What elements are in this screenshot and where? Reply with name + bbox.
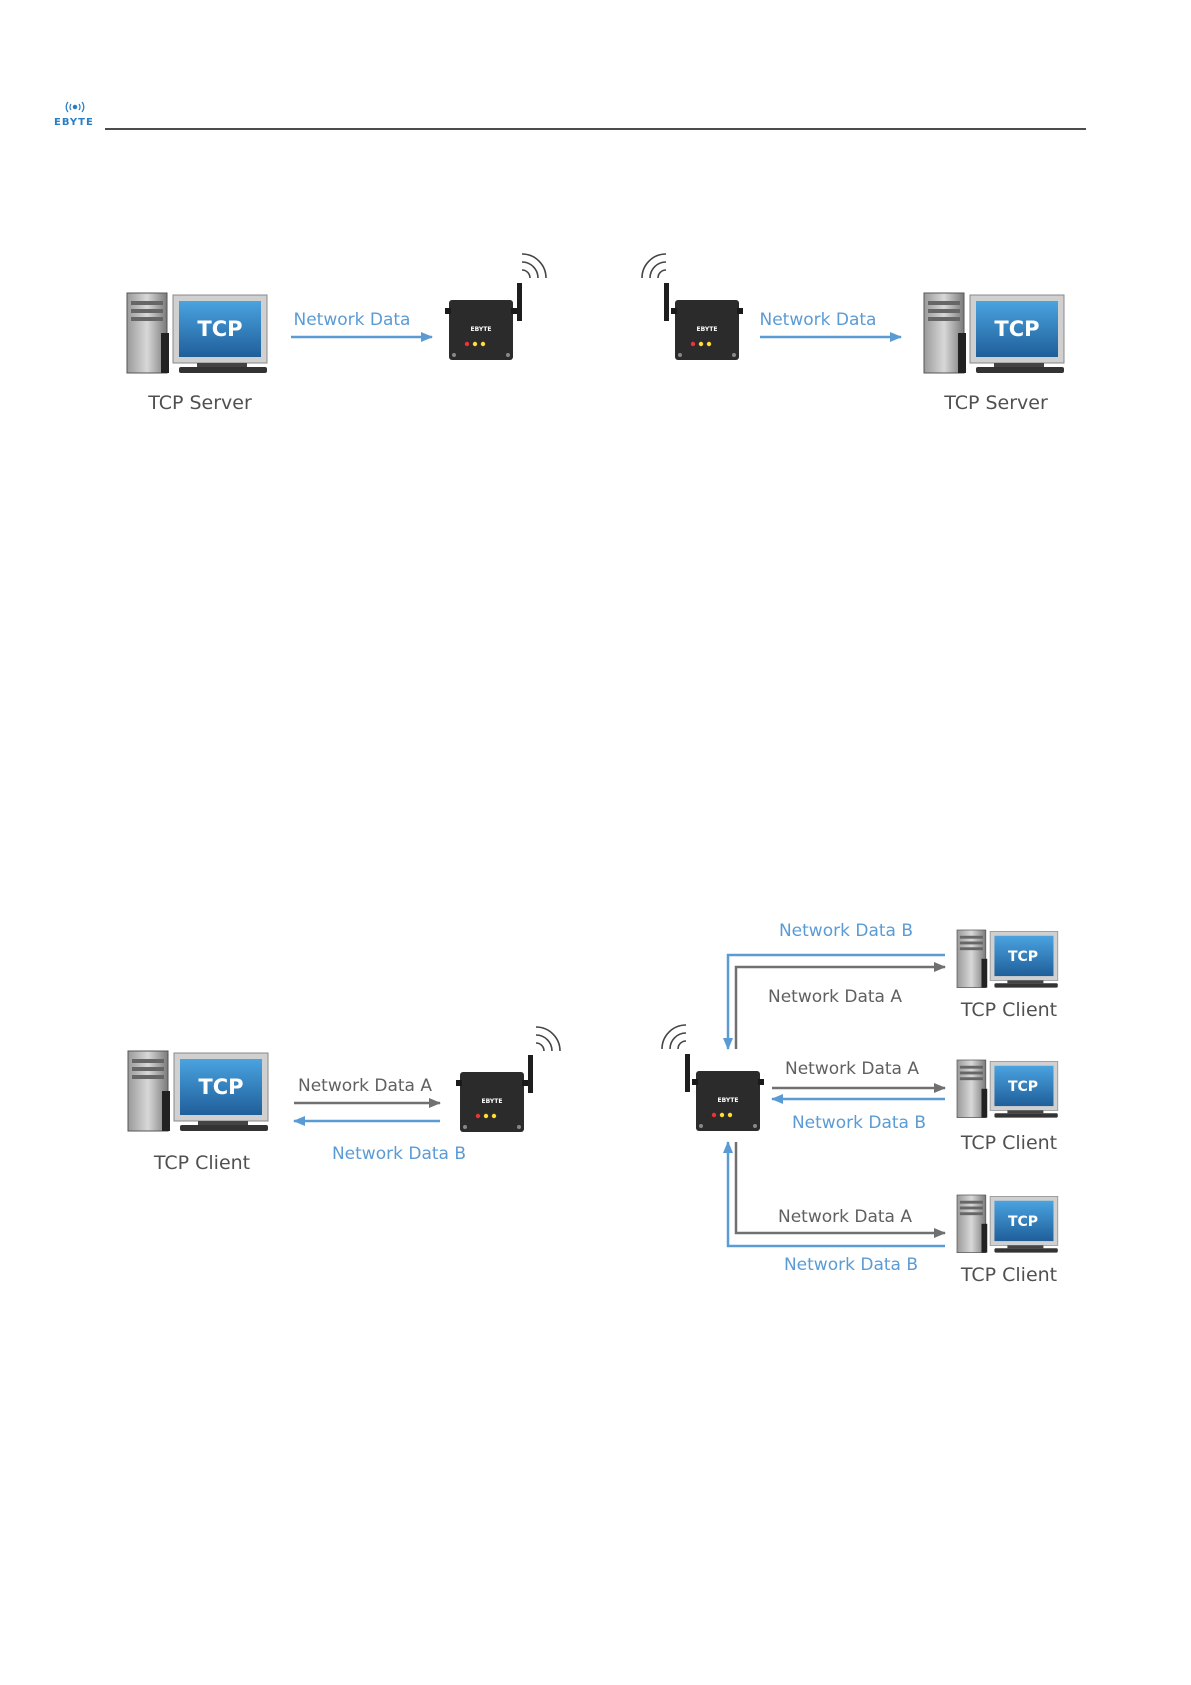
arrow-label: Network Data B [779, 921, 913, 941]
computer-icon: TCP [957, 1060, 1058, 1118]
arrow-label: Network Data [760, 310, 877, 330]
arrow-label: Network Data [294, 310, 411, 330]
arrow-label: Network Data A [768, 987, 902, 1007]
pc-label: TCP Client [960, 1264, 1057, 1286]
device-brand: EBYTE [697, 326, 718, 333]
flow-arrow [736, 967, 945, 1049]
device-brand: EBYTE [482, 1098, 503, 1105]
computer-icon: TCP [957, 930, 1058, 988]
logo-text: EBYTE [54, 117, 94, 128]
diagram-client-mode: TCP TCP Client Network Data A Network Da… [128, 921, 1058, 1286]
ebyte-logo: EBYTE [54, 102, 94, 128]
pc-label: TCP Client [960, 999, 1057, 1021]
diagram-server-mode: TCP TCP Server Network Data EBYTE EBYTE [127, 254, 1064, 414]
pc-screen-text: TCP [1008, 949, 1038, 965]
device-brand: EBYTE [718, 1097, 739, 1104]
arrow-label: Network Data B [784, 1255, 918, 1275]
arrow-label: Network Data B [332, 1144, 466, 1164]
wifi-signal-icon [662, 1025, 686, 1049]
wifi-signal-icon [522, 254, 546, 278]
header: EBYTE [54, 102, 1086, 129]
pc-screen-text: TCP [198, 1075, 243, 1099]
arrow-label: Network Data A [785, 1059, 919, 1079]
wifi-signal-icon [66, 102, 84, 112]
pc-label: TCP Client [960, 1132, 1057, 1154]
arrow-label: Network Data A [778, 1207, 912, 1227]
pc-label: TCP Server [147, 392, 252, 414]
computer-icon: TCP [128, 1051, 268, 1131]
pc-screen-text: TCP [1008, 1214, 1038, 1230]
wifi-signal-icon [642, 254, 666, 278]
wireless-device-icon: EBYTE [664, 283, 743, 360]
device-brand: EBYTE [471, 326, 492, 333]
wifi-signal-icon [536, 1027, 560, 1051]
computer-icon: TCP [127, 293, 267, 373]
pc-screen-text: TCP [1008, 1079, 1038, 1095]
pc-screen-text: TCP [994, 317, 1039, 341]
wireless-device-icon: EBYTE [685, 1054, 764, 1131]
wireless-device-icon: EBYTE [445, 283, 522, 360]
computer-icon: TCP [924, 293, 1064, 373]
pc-label: TCP Client [153, 1152, 250, 1174]
wireless-device-icon: EBYTE [456, 1055, 533, 1132]
arrow-label: Network Data B [792, 1113, 926, 1133]
arrow-label: Network Data A [298, 1076, 432, 1096]
pc-screen-text: TCP [197, 317, 242, 341]
computer-icon: TCP [957, 1195, 1058, 1253]
pc-label: TCP Server [943, 392, 1048, 414]
flow-arrow [728, 1142, 945, 1246]
